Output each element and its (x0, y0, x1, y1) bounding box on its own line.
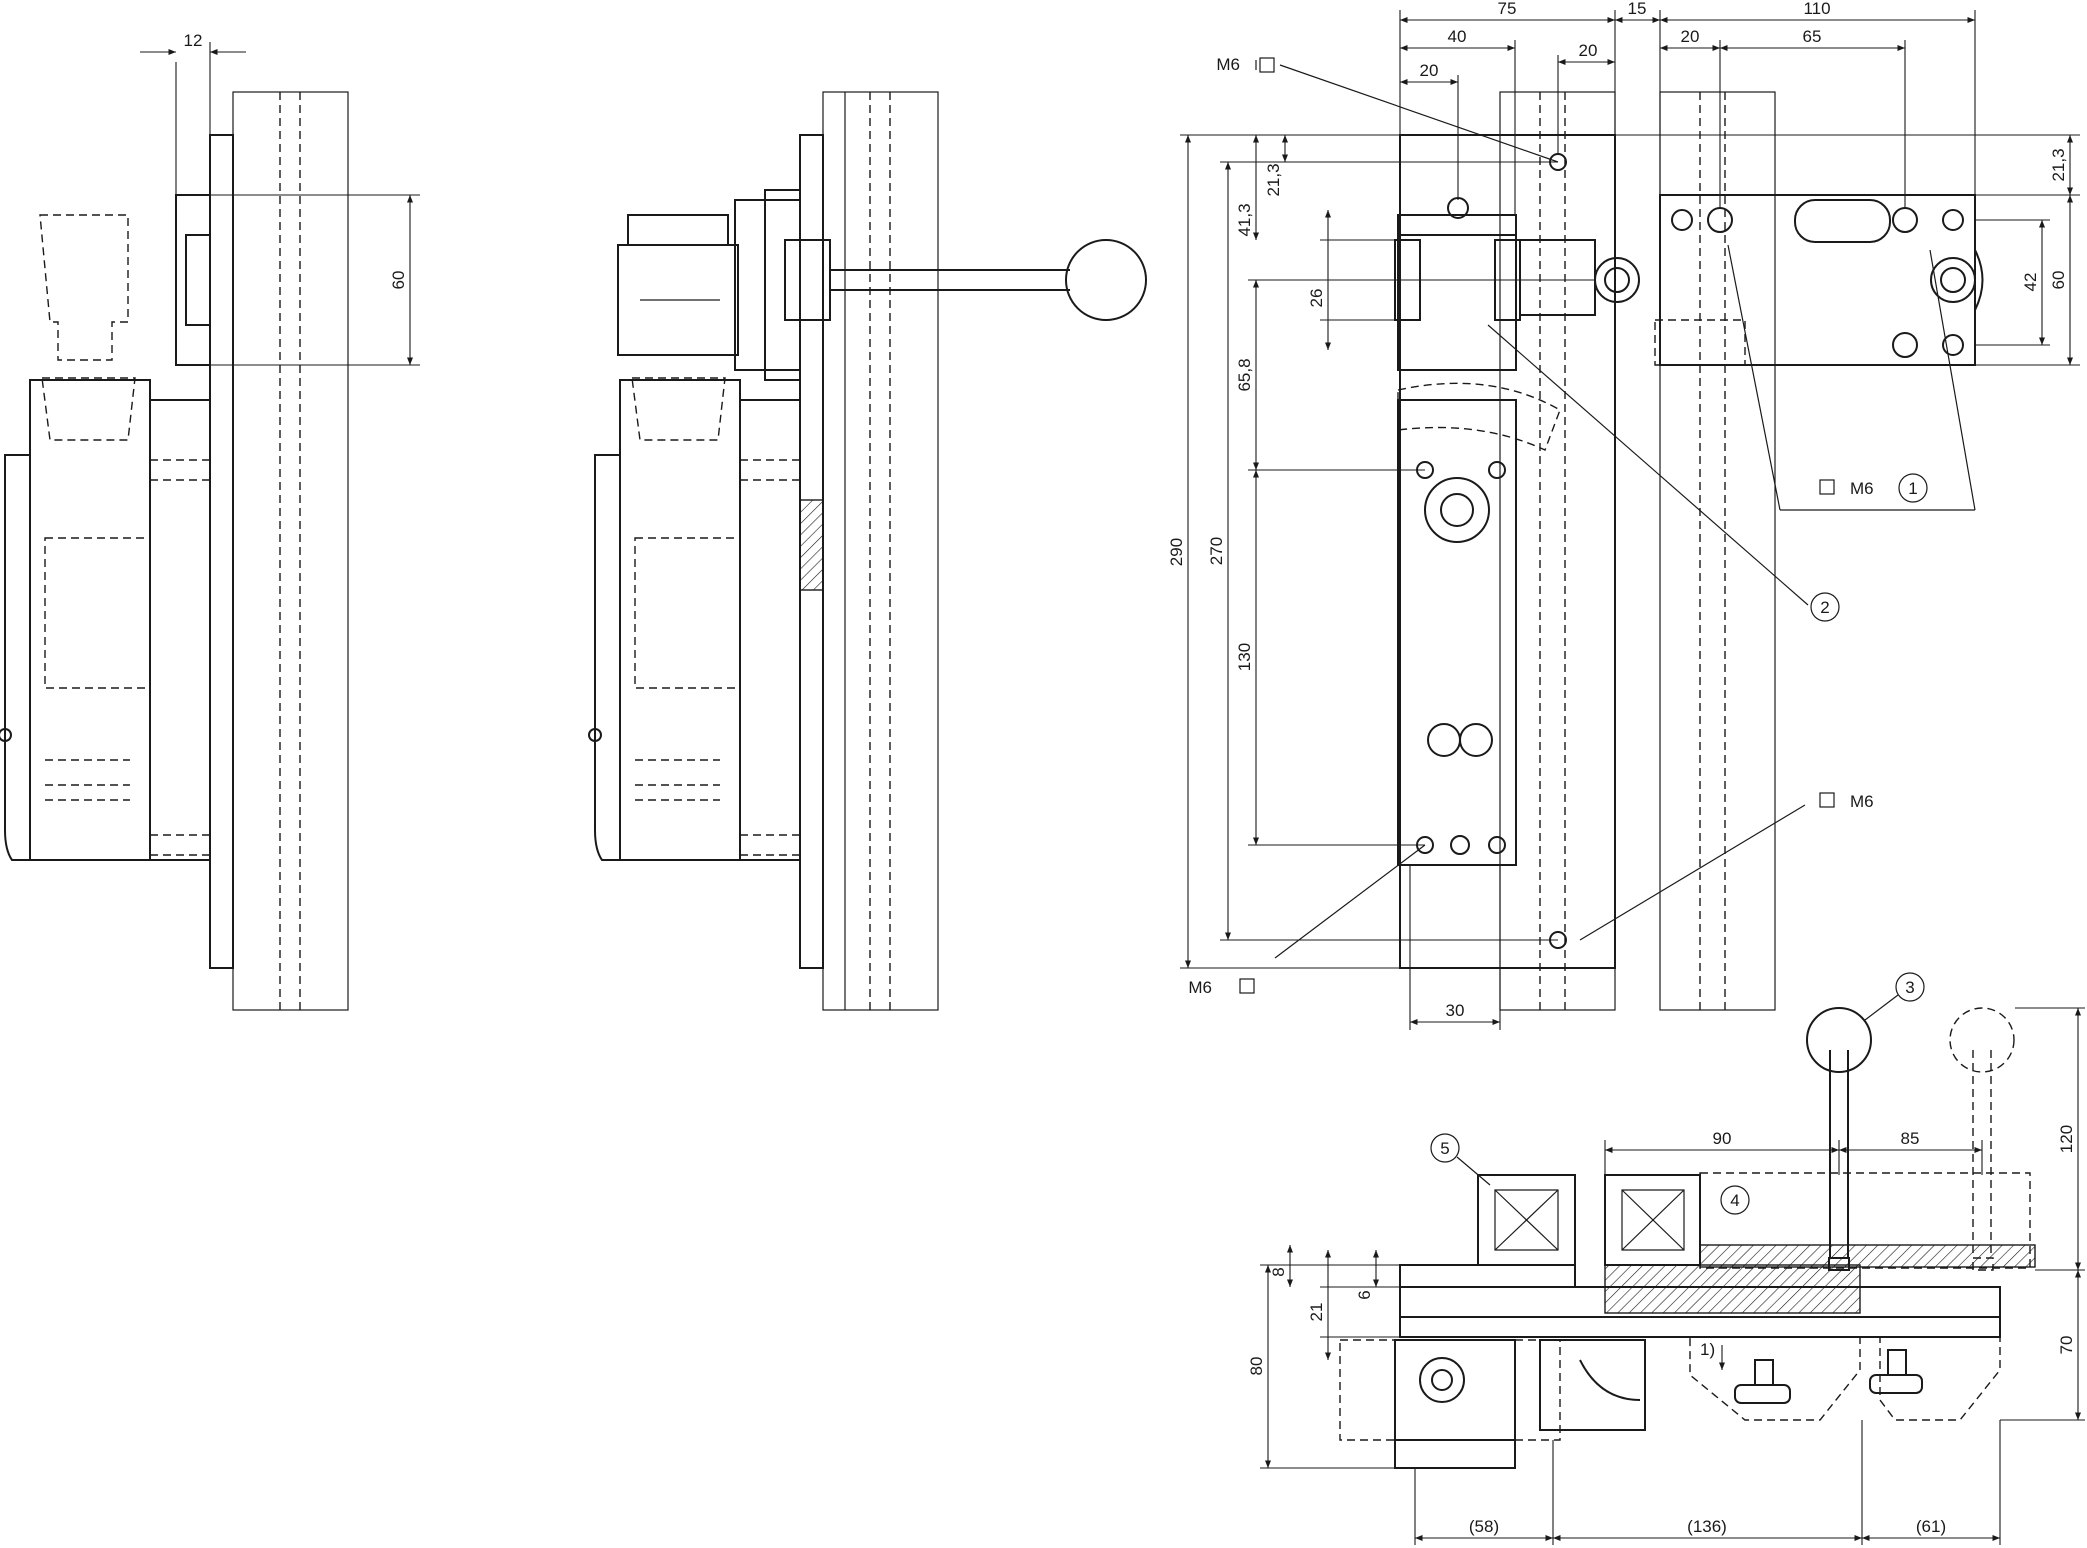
svg-text:(61): (61) (1916, 1517, 1946, 1536)
front-dim-bottom: 30 (1409, 865, 1501, 1030)
profile-4 (1604, 1174, 1701, 1266)
svg-text:65: 65 (1803, 27, 1822, 46)
switch-body (149, 399, 211, 861)
front-view: M6 M6 M6 M6 1 2 75 (1167, 0, 2080, 1030)
mounting-plate (1399, 134, 1616, 969)
svg-text:80: 80 (1247, 1357, 1266, 1376)
svg-text:20: 20 (1579, 41, 1598, 60)
screw-m6-right-2: M6 (1819, 792, 1874, 811)
svg-text:5: 5 (1440, 1139, 1449, 1158)
svg-text:290: 290 (1167, 538, 1186, 566)
svg-text:2: 2 (1820, 598, 1829, 617)
callout-2: 2 (1810, 592, 1840, 622)
svg-text:60: 60 (389, 271, 408, 290)
front-dims-left: 290 270 130 65,8 41,3 21,3 26 (1167, 134, 1595, 969)
svg-text:8: 8 (1269, 1267, 1288, 1276)
screw-m6-bottom: M6 (1188, 978, 1255, 997)
svg-text:M6: M6 (1850, 792, 1874, 811)
top-dims-right: 120 70 (2000, 1007, 2085, 1421)
svg-text:6: 6 (1355, 1290, 1374, 1299)
svg-text:21,3: 21,3 (2049, 148, 2068, 181)
svg-text:110: 110 (1803, 0, 1830, 18)
svg-text:21: 21 (1307, 1303, 1326, 1322)
mounting-plate (209, 134, 234, 969)
switch-body (739, 399, 801, 861)
svg-text:M6: M6 (1188, 978, 1212, 997)
lever-knob (1065, 239, 1147, 321)
svg-text:75: 75 (1498, 0, 1517, 18)
svg-text:21,3: 21,3 (1264, 163, 1283, 196)
svg-text:42: 42 (2021, 273, 2040, 292)
svg-text:270: 270 (1207, 537, 1226, 565)
switch-body (1397, 399, 1517, 866)
switch-housing (29, 379, 151, 861)
svg-text:M6: M6 (1850, 479, 1874, 498)
svg-text:41,3: 41,3 (1235, 203, 1254, 236)
callout-5: 5 (1430, 1133, 1491, 1186)
front-dims-right: 21,3 42 60 (1615, 134, 2080, 366)
dim-width-12: 12 (140, 31, 246, 195)
svg-text:60: 60 (2049, 271, 2068, 290)
svg-text:85: 85 (1901, 1129, 1920, 1148)
svg-text:12: 12 (184, 31, 203, 50)
svg-text:1: 1 (1908, 479, 1917, 498)
top-view: 1) 3 4 5 90 85 (1247, 972, 2085, 1545)
side-view-2 (588, 91, 1147, 1011)
side-view-1: 12 60 (0, 31, 420, 1011)
dim-height-60: 60 (210, 194, 420, 366)
rail-profile-left (1499, 91, 1616, 1011)
svg-text:(136): (136) (1687, 1517, 1727, 1536)
profile-5 (1477, 1174, 1576, 1266)
switch-body-top (1394, 1339, 1516, 1441)
svg-text:90: 90 (1713, 1129, 1732, 1148)
svg-text:130: 130 (1235, 643, 1254, 671)
switch-housing (619, 379, 741, 861)
top-dims-left: 80 21 8 6 (1247, 1245, 1400, 1469)
lever-knob (1806, 1007, 1872, 1073)
svg-text:3: 3 (1905, 978, 1914, 997)
svg-text:40: 40 (1448, 27, 1467, 46)
rail-profile-right (1659, 91, 1776, 1011)
svg-text:70: 70 (2057, 1336, 2076, 1355)
svg-text:26: 26 (1307, 289, 1326, 308)
svg-text:65,8: 65,8 (1235, 358, 1254, 391)
svg-text:15: 15 (1628, 0, 1647, 18)
svg-text:20: 20 (1681, 27, 1700, 46)
svg-text:30: 30 (1446, 1001, 1465, 1020)
callout-3: 3 (1864, 972, 1925, 1021)
svg-text:(58): (58) (1469, 1517, 1499, 1536)
svg-text:4: 4 (1730, 1191, 1739, 1210)
svg-text:1): 1) (1700, 1340, 1715, 1359)
svg-text:M6: M6 (1216, 55, 1240, 74)
actuator-bracket (175, 194, 211, 366)
rail-profile (822, 91, 939, 1011)
top-dims-top: 90 85 (1604, 1129, 1983, 1175)
screw-m6-top: M6 (1216, 55, 1275, 74)
svg-text:20: 20 (1420, 61, 1439, 80)
callout-4: 4 (1720, 1185, 1750, 1215)
callout-1: 1 (1898, 473, 1928, 503)
rail-profile (232, 91, 349, 1011)
top-dims-bottom: (58) (136) (61) (1414, 1420, 2001, 1545)
screw-m6-right-1: M6 (1819, 479, 1874, 498)
front-dims-top: 75 15 110 40 20 20 20 65 (1399, 0, 1976, 215)
svg-text:120: 120 (2057, 1125, 2076, 1153)
